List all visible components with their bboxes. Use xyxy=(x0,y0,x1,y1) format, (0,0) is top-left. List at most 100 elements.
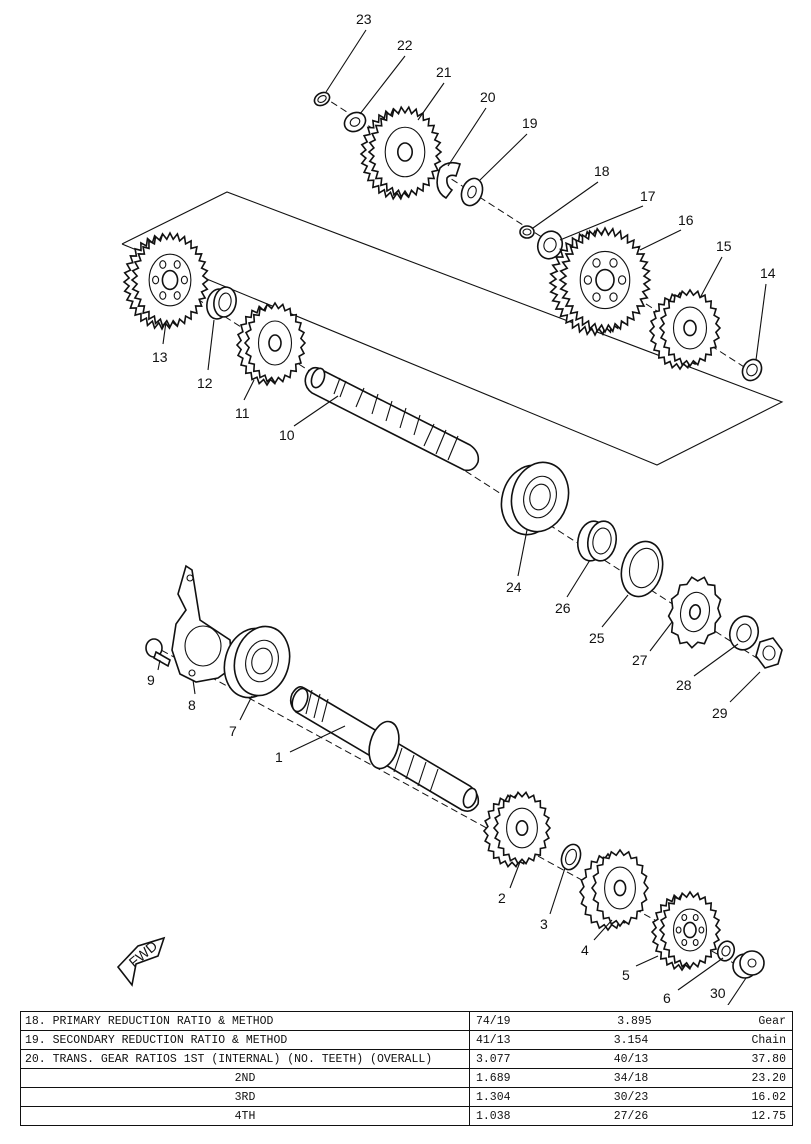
part-number-label: 13 xyxy=(152,349,168,365)
callout-leader xyxy=(677,957,724,991)
spec-value: 3.077 xyxy=(476,1052,511,1066)
part-number-label: 8 xyxy=(188,697,196,713)
callout-leader xyxy=(601,594,629,628)
spec-value: 27/26 xyxy=(613,1109,649,1123)
lock-washer-28 xyxy=(728,615,760,651)
spec-values: 41/13 3.154 Chain xyxy=(469,1030,793,1050)
spec-label: 3RD xyxy=(20,1087,470,1107)
callout-leader xyxy=(727,977,747,1005)
spec-value: Gear xyxy=(758,1014,786,1028)
part-number-label: 9 xyxy=(147,672,155,688)
callout-leader xyxy=(699,256,723,299)
part-number-label: 16 xyxy=(678,212,694,228)
collar-20 xyxy=(436,161,462,200)
lower-axis-line xyxy=(151,644,751,973)
part-number-label: 14 xyxy=(760,265,776,281)
callout-leader xyxy=(447,107,487,167)
part-number-label: 30 xyxy=(710,985,726,1001)
spec-label: 4TH xyxy=(20,1106,470,1126)
gear-21 xyxy=(359,105,443,201)
callout-leader xyxy=(566,559,591,598)
gear-2 xyxy=(482,791,552,868)
part-number-label: 26 xyxy=(555,600,571,616)
part-number-label: 29 xyxy=(712,705,728,721)
circlip-14 xyxy=(741,358,763,382)
gear-15 xyxy=(648,288,722,371)
spec-row: 20. TRANS. GEAR RATIOS 1ST (INTERNAL) (N… xyxy=(20,1049,793,1069)
part-number-label: 20 xyxy=(480,89,496,105)
part-number-label: 6 xyxy=(663,990,671,1005)
countershaft-10 xyxy=(304,366,480,472)
callout-leader xyxy=(635,955,659,967)
gear-13 xyxy=(122,231,210,331)
part-number-label: 24 xyxy=(506,579,522,595)
gear-16 xyxy=(548,226,652,337)
callout-leader xyxy=(325,29,367,93)
part-number-label: 22 xyxy=(397,37,413,53)
part-number-label: 11 xyxy=(235,405,250,421)
part-number-label: 3 xyxy=(540,916,548,932)
callout-leader xyxy=(293,395,339,427)
fwd-arrow: FWD xyxy=(116,936,166,987)
part-number-label: 21 xyxy=(436,64,452,80)
exploded-transmission-diagram: FWD 232221201918171615141312111024262527… xyxy=(116,11,784,1005)
assembly-outline xyxy=(121,191,784,466)
callout-leader xyxy=(517,529,528,577)
callout-leader xyxy=(207,319,215,371)
washer-22 xyxy=(343,111,367,133)
main-shaft-1 xyxy=(289,686,480,812)
callout-leader xyxy=(755,283,767,361)
spec-value: 41/13 xyxy=(476,1033,511,1047)
sprocket-27 xyxy=(667,576,722,649)
spec-value: 1.689 xyxy=(476,1071,511,1085)
callout-leader xyxy=(649,621,673,652)
spec-value: 74/19 xyxy=(476,1014,511,1028)
collar-26 xyxy=(576,520,618,562)
spec-value: 37.80 xyxy=(751,1052,786,1066)
part-number-label: 28 xyxy=(676,677,692,693)
part-number-label: 17 xyxy=(640,188,656,204)
callout-leader xyxy=(559,205,644,241)
callout-leader xyxy=(693,643,739,677)
spacer-30 xyxy=(732,950,765,979)
callout-leader xyxy=(162,321,167,345)
spec-label: 2ND xyxy=(20,1068,470,1088)
screw-9 xyxy=(145,638,171,668)
callout-leader xyxy=(289,725,346,753)
washer-17 xyxy=(536,230,564,260)
spec-value: 34/18 xyxy=(613,1071,649,1085)
spec-value: 1.304 xyxy=(476,1090,511,1104)
callout-leader xyxy=(359,55,406,115)
part-number-label: 5 xyxy=(622,967,630,983)
oil-seal-25 xyxy=(620,540,664,598)
gear-4 xyxy=(579,848,649,932)
spec-label: 20. TRANS. GEAR RATIOS 1ST (INTERNAL) (N… xyxy=(20,1049,470,1069)
bearing-7 xyxy=(223,625,291,699)
part-number-label: 23 xyxy=(356,11,372,27)
callout-leader xyxy=(479,133,528,181)
part-number-label: 4 xyxy=(581,942,589,958)
part-number-label: 12 xyxy=(197,375,213,391)
spec-row: 2ND 1.689 34/18 23.20 xyxy=(20,1068,793,1088)
spec-value: 23.20 xyxy=(751,1071,786,1085)
circlip-3 xyxy=(560,843,582,871)
nut-29 xyxy=(755,637,783,669)
washer-6 xyxy=(716,940,736,962)
spec-value: Chain xyxy=(751,1033,786,1047)
spec-value: 3.154 xyxy=(613,1033,649,1047)
callout-leader xyxy=(192,679,196,695)
spec-values: 1.689 34/18 23.20 xyxy=(469,1068,793,1088)
part-number-label: 27 xyxy=(632,652,648,668)
upper-axis-line xyxy=(321,95,753,373)
spec-label: 18. PRIMARY REDUCTION RATIO & METHOD xyxy=(20,1011,470,1031)
part-number-label: 1 xyxy=(275,749,283,765)
spec-value: 1.038 xyxy=(476,1109,511,1123)
